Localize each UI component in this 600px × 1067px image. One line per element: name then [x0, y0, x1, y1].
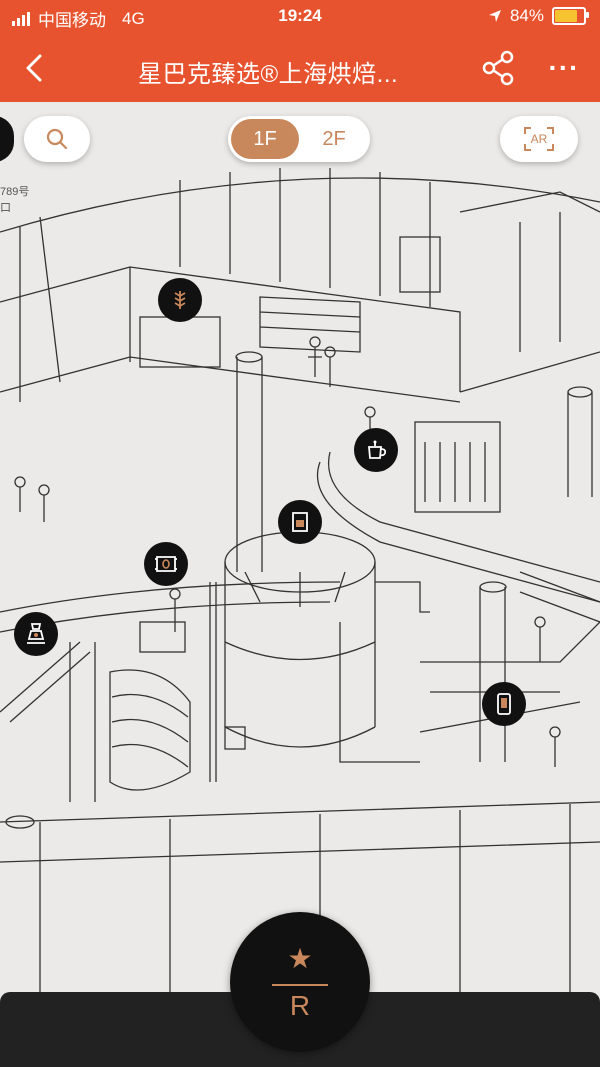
side-address: 789号 口: [0, 184, 29, 216]
star-icon: ★: [287, 943, 313, 974]
ar-label: AR: [530, 132, 548, 146]
divider: [272, 984, 328, 986]
phone-icon: [497, 693, 511, 715]
page-title: 星巴克臻选®上海烘焙...: [138, 61, 399, 88]
location-arrow-icon: [488, 10, 501, 22]
back-button[interactable]: [14, 46, 54, 90]
clock: 19:24: [278, 6, 322, 25]
wheat-icon: [174, 291, 186, 309]
roaster-icon: [27, 623, 45, 644]
network-type: 4G: [122, 8, 145, 28]
poi-retail[interactable]: [278, 500, 322, 544]
poi-tea-bar[interactable]: [354, 428, 398, 472]
side-address-line: 789号: [0, 186, 30, 198]
battery-icon: [552, 7, 589, 25]
side-panel-handle[interactable]: [0, 116, 14, 162]
floor-1f-tab[interactable]: 1F: [231, 119, 299, 159]
ar-button[interactable]: AR: [500, 116, 578, 162]
navigation-bar: 星巴克臻选®上海烘焙... ···: [0, 34, 600, 102]
search-icon: [46, 128, 68, 150]
top-bar: 中国移动 4G 19:24 84% 星巴克臻选®上海烘焙... ···: [0, 0, 600, 102]
battery-percent: 84%: [509, 6, 544, 25]
reserve-menu-button[interactable]: ★ R: [230, 912, 370, 1052]
floor-2f-tab[interactable]: 2F: [322, 127, 346, 150]
reserve-letter: R: [289, 990, 311, 1021]
poi-bakery[interactable]: [158, 278, 202, 322]
search-button[interactable]: [24, 116, 90, 162]
side-address-sub: 口: [0, 202, 11, 214]
poi-mobile-order[interactable]: [482, 682, 526, 726]
ar-icon: AR: [524, 127, 554, 151]
store-illustration: [0, 168, 600, 992]
share-icon: [482, 50, 514, 86]
more-icon: ···: [548, 52, 580, 83]
chevron-left-icon: [26, 54, 42, 82]
share-button[interactable]: [476, 48, 520, 88]
teapot-icon: [368, 440, 387, 459]
carrier-name: 中国移动: [38, 11, 106, 30]
signal-icon: [12, 11, 30, 26]
more-button[interactable]: ···: [540, 48, 588, 88]
ar-frame-icon: [524, 127, 554, 151]
bean-bag-icon: [155, 556, 177, 572]
poi-coffee-beans[interactable]: [144, 542, 188, 586]
store-map[interactable]: [0, 102, 600, 992]
coffee-bag-icon: [292, 512, 308, 532]
floor-switcher: 1F 2F: [228, 116, 370, 162]
poi-roastery[interactable]: [14, 612, 58, 656]
status-bar: 中国移动 4G 19:24 84%: [0, 0, 600, 34]
